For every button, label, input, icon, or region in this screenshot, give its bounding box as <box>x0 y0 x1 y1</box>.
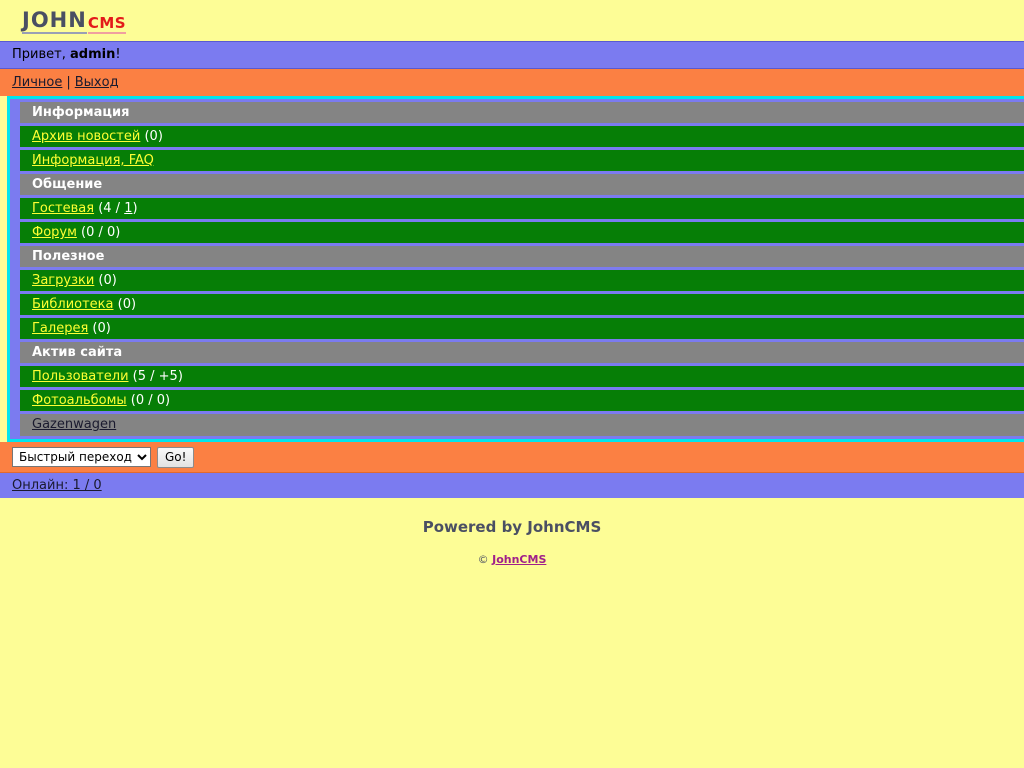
online-bar: Онлайн: 1 / 0 <box>0 472 1024 498</box>
section-header-site-activity: Актив сайта <box>20 342 1024 363</box>
copyright-line: © JohnCMS <box>0 553 1024 566</box>
menu-link-forum[interactable]: Форум <box>32 225 77 240</box>
menu-link-users[interactable]: Пользователи <box>32 369 129 384</box>
section-header-communication: Общение <box>20 174 1024 195</box>
menu-row-forum[interactable]: Форум (0 / 0) <box>20 222 1024 243</box>
logo-text-cms: CMS <box>87 14 127 34</box>
menu-count-guestbook-post: ) <box>132 201 138 216</box>
menu-count-forum: (0 / 0) <box>76 225 121 240</box>
footer: Powered by JohnCMS © JohnCMS <box>0 498 1024 566</box>
menu-link-news-archive[interactable]: Архив новостей <box>32 129 141 144</box>
greeting-text: Привет, <box>12 47 70 62</box>
menu-row-users[interactable]: Пользователи (5 / +5) <box>20 366 1024 387</box>
menu-count-downloads: (0) <box>94 273 117 288</box>
menu-row-guestbook[interactable]: Гостевая (4 / 1) <box>20 198 1024 219</box>
menu-count-photoalbums: (0 / 0) <box>126 393 171 408</box>
copyright-link[interactable]: JohnCMS <box>492 553 547 566</box>
menu-link-gazenwagen[interactable]: Gazenwagen <box>32 417 117 432</box>
menu-count-guestbook-pre: (4 / <box>94 201 125 216</box>
greeting-username: admin <box>69 47 116 62</box>
menu-count-news-archive-value: 0 <box>149 129 158 144</box>
menu-link-guestbook[interactable]: Гостевая <box>32 201 95 216</box>
menu-row-downloads[interactable]: Загрузки (0) <box>20 270 1024 291</box>
menu-link-library[interactable]: Библиотека <box>32 297 114 312</box>
menu-row-news-archive[interactable]: Архив новостей (0) <box>20 126 1024 147</box>
menu-row-gallery[interactable]: Галерея (0) <box>20 318 1024 339</box>
nav-link-logout[interactable]: Выход <box>74 75 119 90</box>
menu-link-information-faq[interactable]: Информация, FAQ <box>32 153 154 168</box>
section-header-useful: Полезное <box>20 246 1024 267</box>
menu-link-gallery[interactable]: Галерея <box>32 321 89 336</box>
top-nav-bar: Личное|Выход <box>0 69 1024 96</box>
quick-jump-bar: Быстрый переход Go! <box>0 442 1024 472</box>
menu-count-users: (5 / +5) <box>128 369 183 384</box>
menu-row-gazenwagen[interactable]: Gazenwagen <box>20 414 1024 436</box>
menu-row-library[interactable]: Библиотека (0) <box>20 294 1024 315</box>
section-header-information: Информация <box>20 102 1024 123</box>
nav-separator: | <box>66 75 71 90</box>
main-menu: Информация Архив новостей (0) Информация… <box>10 99 1024 439</box>
greeting-bar: Привет, admin! <box>0 41 1024 69</box>
menu-row-photoalbums[interactable]: Фотоальбомы (0 / 0) <box>20 390 1024 411</box>
nav-link-personal[interactable]: Личное <box>12 75 63 90</box>
menu-row-information-faq[interactable]: Информация, FAQ <box>20 150 1024 171</box>
menu-link-downloads[interactable]: Загрузки <box>32 273 95 288</box>
menu-count-library: (0) <box>113 297 137 312</box>
menu-count-news-archive: ( <box>140 129 150 144</box>
greeting-suffix: ! <box>115 47 121 62</box>
content-wrapper: Информация Архив новостей (0) Информация… <box>0 96 1024 442</box>
quick-jump-go-button[interactable]: Go! <box>157 446 195 468</box>
menu-count-guestbook-link[interactable]: 1 <box>124 201 133 216</box>
menu-count-gallery: (0) <box>88 321 111 336</box>
menu-count-news-archive-post: ) <box>157 129 163 144</box>
menu-frame: Информация Архив новостей (0) Информация… <box>7 96 1024 442</box>
quick-jump-select[interactable]: Быстрый переход <box>12 447 151 467</box>
powered-by-text: Powered by JohnCMS <box>422 518 602 536</box>
copyright-symbol: © <box>477 553 489 566</box>
menu-link-photoalbums[interactable]: Фотоальбомы <box>32 393 127 408</box>
online-link[interactable]: Онлайн: 1 / 0 <box>12 478 102 493</box>
logo-text-john: JOHN <box>22 8 87 34</box>
